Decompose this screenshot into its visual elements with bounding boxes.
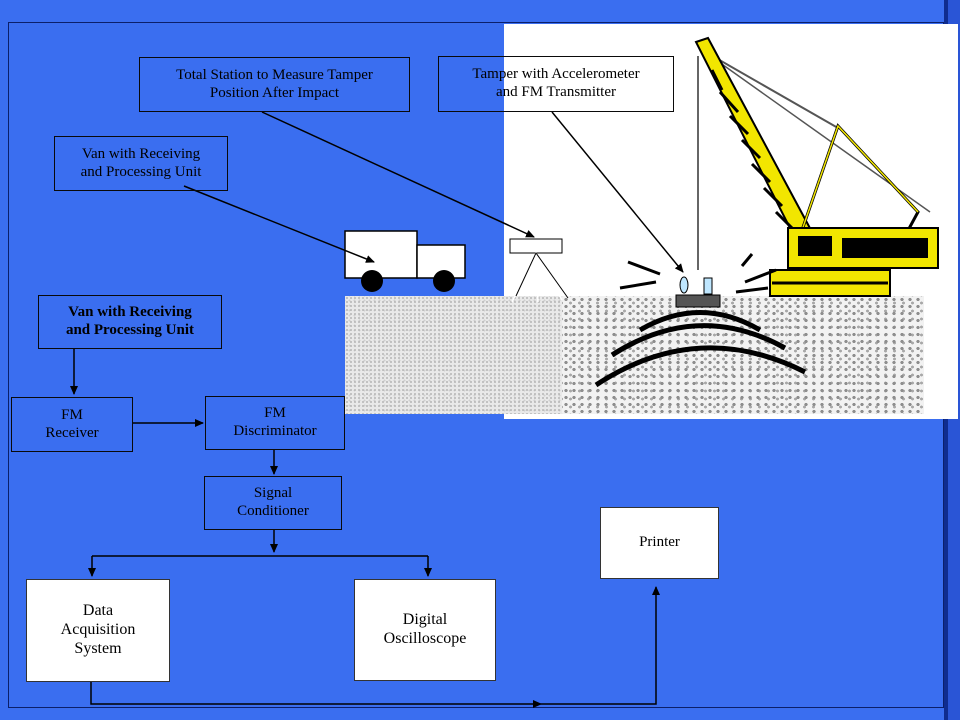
tamper-callout-text: Tamper with Accelerometer and FM Transmi… — [472, 66, 640, 100]
crawler-crane-icon — [694, 36, 939, 297]
data-acquisition-label: Data Acquisition System — [60, 602, 136, 657]
total-station-callout-text: Total Station to Measure Tamper Position… — [176, 66, 373, 101]
tamper-callout: Tamper with Accelerometer and FM Transmi… — [438, 56, 674, 112]
total-station-callout: Total Station to Measure Tamper Position… — [139, 57, 410, 112]
tamper-icon — [594, 253, 807, 388]
flow-connectors — [70, 349, 660, 708]
fm-receiver-box: FM Receiver — [11, 397, 133, 452]
van-unit-label: Van with Receiving and Processing Unit — [65, 304, 195, 338]
digital-oscilloscope-label: Digital Oscilloscope — [383, 611, 467, 647]
van-callout-text: Van with Receiving and Processing Unit — [80, 145, 202, 180]
printer-box: Printer — [600, 507, 719, 579]
total-station-icon — [509, 238, 569, 303]
fm-discriminator-box: FM Discriminator — [205, 396, 345, 450]
van-callout: Van with Receiving and Processing Unit — [54, 136, 228, 191]
ground-coarse-soil — [562, 296, 924, 414]
printer-label: Printer — [639, 534, 680, 551]
fm-discriminator-label: FM Discriminator — [233, 405, 317, 439]
van-icon — [344, 230, 466, 292]
signal-conditioner-label: Signal Conditioner — [237, 485, 309, 519]
ground-fine-soil — [345, 296, 565, 414]
digital-oscilloscope-box: Digital Oscilloscope — [354, 579, 496, 681]
fm-receiver-label: FM Receiver — [45, 406, 99, 441]
data-acquisition-box: Data Acquisition System — [26, 579, 170, 682]
van-unit-box: Van with Receiving and Processing Unit — [38, 295, 222, 349]
signal-conditioner-box: Signal Conditioner — [204, 476, 342, 530]
callout-leaders — [183, 111, 684, 273]
